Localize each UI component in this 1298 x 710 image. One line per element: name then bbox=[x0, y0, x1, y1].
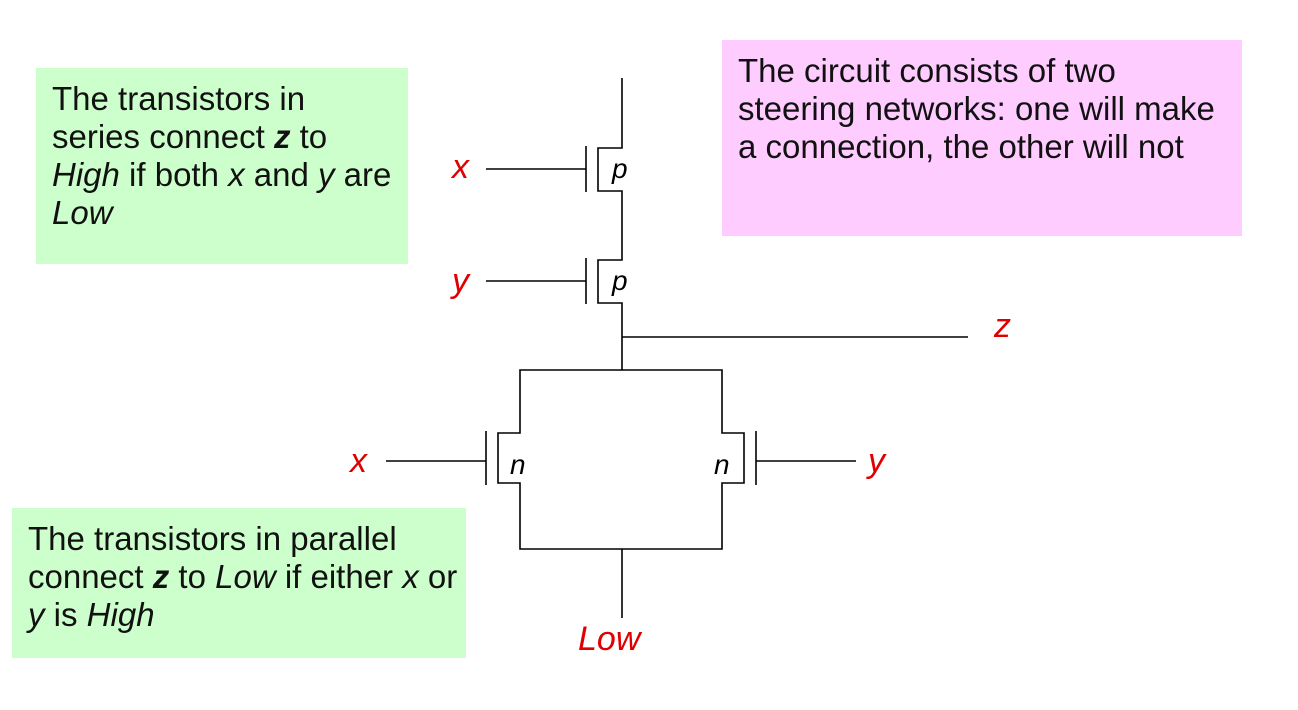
parallel-text-1: The transistors in parallel connect bbox=[28, 520, 397, 595]
nmos-left-branch bbox=[497, 369, 622, 550]
series-y-var: y bbox=[318, 156, 335, 193]
x-top-signal-label: x bbox=[450, 148, 470, 186]
y-bottom-signal-label: y bbox=[866, 442, 887, 480]
series-explanation-note: The transistors in series connect z to H… bbox=[36, 68, 408, 264]
parallel-x-var: x bbox=[402, 558, 419, 595]
z-output-label: z bbox=[993, 307, 1011, 345]
parallel-explanation-note: The transistors in parallel connect z to… bbox=[12, 508, 466, 658]
series-text-2: to bbox=[290, 118, 328, 155]
series-x-var: x bbox=[228, 156, 245, 193]
parallel-text-3: if either bbox=[275, 558, 403, 595]
pmos1-type-label: p bbox=[611, 153, 628, 184]
series-text-1: The transistors in series connect bbox=[52, 80, 306, 155]
series-text-3: if both bbox=[119, 156, 229, 193]
nmos-right-type-label: n bbox=[714, 449, 730, 480]
parallel-high-term: High bbox=[86, 596, 155, 633]
series-low-term: Low bbox=[52, 194, 113, 231]
series-text-4: and bbox=[244, 156, 319, 193]
y-top-signal-label: y bbox=[450, 262, 471, 300]
low-rail-label: Low bbox=[578, 620, 643, 658]
parallel-text-4: or bbox=[418, 558, 458, 595]
parallel-low-term: Low bbox=[215, 558, 276, 595]
series-high-term: High bbox=[52, 156, 120, 193]
parallel-z-var: z bbox=[152, 558, 170, 595]
steering-text: The circuit consists of two steering net… bbox=[738, 52, 1215, 165]
series-z-var: z bbox=[273, 118, 291, 155]
series-text-5: are bbox=[334, 156, 392, 193]
pmos2-type-label: p bbox=[611, 265, 628, 296]
parallel-y-var: y bbox=[28, 596, 45, 633]
steering-networks-note: The circuit consists of two steering net… bbox=[722, 40, 1242, 236]
nmos-left-type-label: n bbox=[510, 449, 526, 480]
x-bottom-signal-label: x bbox=[348, 442, 368, 480]
parallel-text-2: to bbox=[169, 558, 216, 595]
parallel-text-5: is bbox=[44, 596, 87, 633]
top-supply-wire bbox=[597, 78, 623, 370]
nmos-right-branch bbox=[622, 369, 745, 550]
